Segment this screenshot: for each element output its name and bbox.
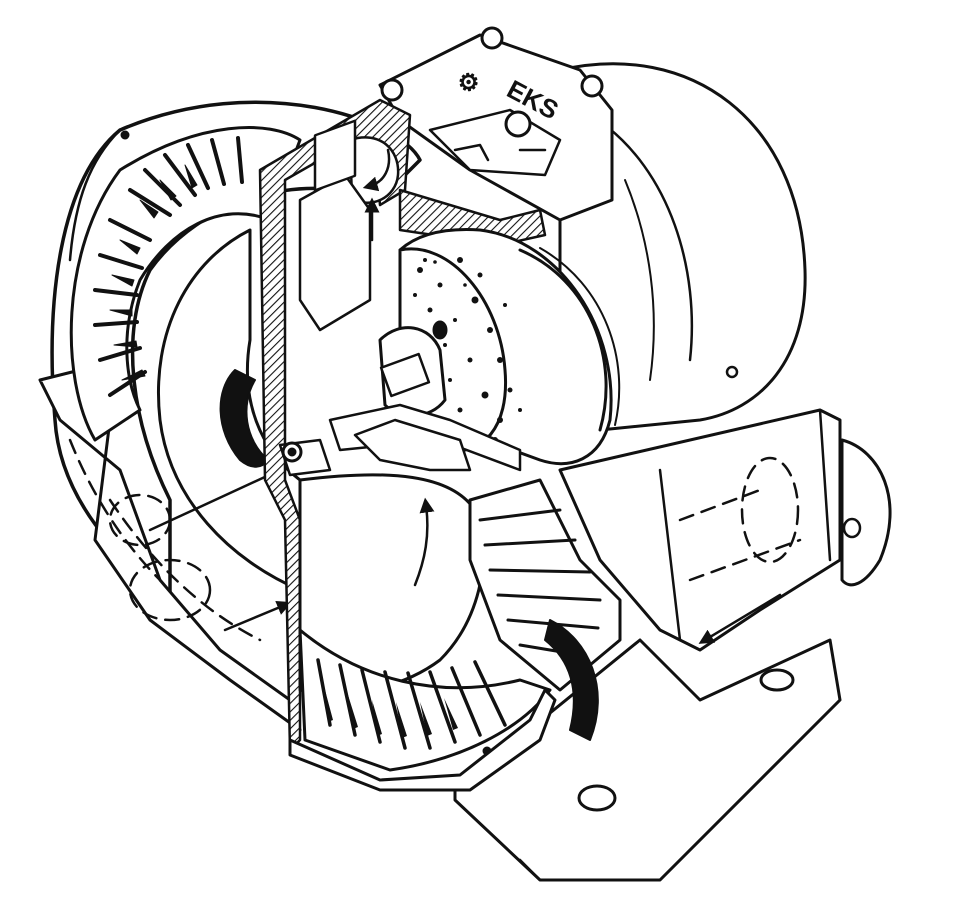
base-bolt-hole-right [759,668,795,692]
terminal-screw-top [480,26,504,50]
impeller-blades-lower [298,478,622,772]
motor-housing [558,62,807,432]
terminal-screw-left [380,78,404,102]
mounting-base [453,638,842,882]
terminal-box: ⚙ EKS [378,26,614,222]
impeller-blades-upper [69,126,302,442]
impeller-hub-face [148,228,302,592]
outlet-flange-ear [840,438,892,587]
side-channel [298,403,522,696]
outlet-duct [558,408,892,652]
shaft-bearing [278,320,448,477]
terminal-screw-right [580,74,604,98]
base-bolt-hole-left [577,784,617,812]
housing-base-rim [288,688,557,792]
